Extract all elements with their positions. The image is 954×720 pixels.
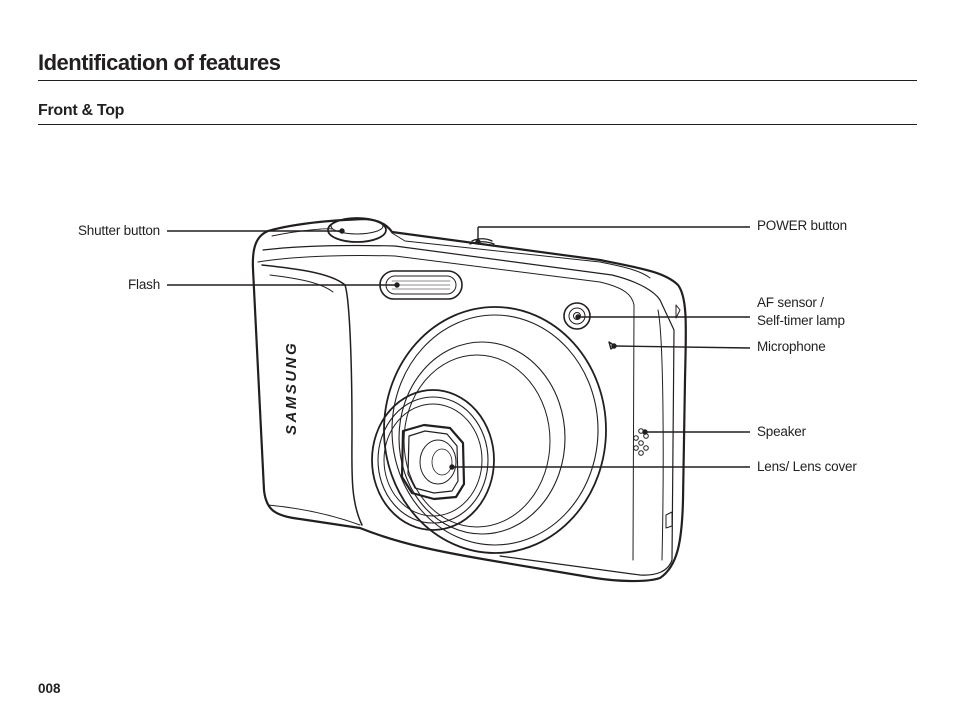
shutter-button-shape	[327, 217, 387, 243]
label-af-sensor-line1: AF sensor /	[757, 295, 824, 310]
af-sensor-shape	[563, 302, 591, 330]
lens-front-ring	[371, 389, 495, 531]
lens-barrel-outer	[383, 306, 607, 554]
lens-cover	[400, 423, 466, 501]
label-af-sensor-line2: Self-timer lamp	[757, 313, 845, 328]
label-speaker: Speaker	[757, 424, 806, 439]
camera-front-edge	[262, 244, 675, 576]
label-lens: Lens/ Lens cover	[757, 459, 857, 474]
label-flash: Flash	[127, 277, 160, 292]
power-button-shape	[471, 238, 493, 242]
label-power-button: POWER button	[757, 218, 847, 233]
camera-body-outline	[251, 217, 687, 583]
speaker-shape	[633, 428, 649, 456]
leader-microphone	[613, 345, 751, 349]
page-number: 008	[38, 681, 61, 696]
samsung-logo: SAMSUNG	[283, 341, 300, 435]
section-heading: Front & Top	[38, 102, 125, 119]
label-microphone: Microphone	[757, 339, 826, 354]
section-divider	[38, 124, 917, 125]
page-title: Identification of features	[38, 50, 281, 75]
title-divider	[38, 80, 917, 81]
label-shutter-button: Shutter button	[77, 223, 160, 238]
camera-grip	[261, 264, 363, 526]
